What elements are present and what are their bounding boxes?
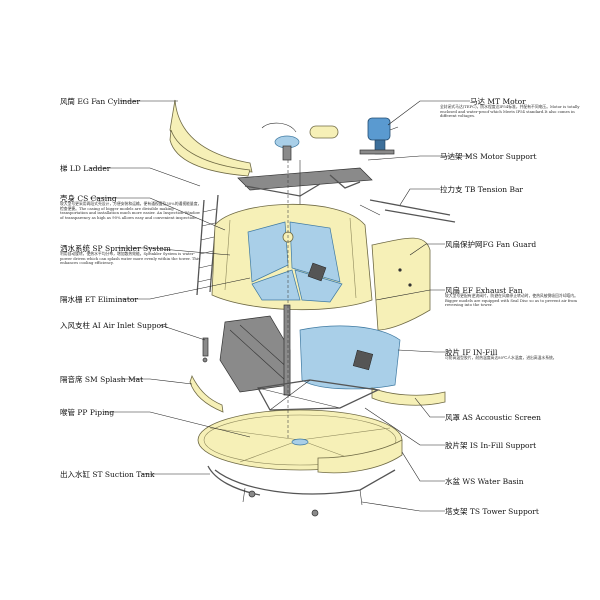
accoustic-screen-part	[189, 374, 446, 413]
label-tension-bar: 拉力支 TB Tension Bar	[440, 185, 524, 194]
label-fan-cylinder: 风筒 EG Fan Cylinder	[60, 97, 141, 106]
desc-exhaust-fan: 较大型号更配有逆流阀片，防避在风扇停止转动时，使热风被倒吸回冷却塔内。Bigge…	[445, 293, 578, 308]
fan-cylinder-part	[169, 99, 253, 173]
label-splash-mat: 隔音席 SM Splash Mat	[60, 375, 144, 384]
label-exhaust-fan: 风扇 EF Exhaust Fan	[445, 286, 523, 295]
label-accoustic-screen: 风罩 AS Accoustic Screen	[445, 413, 541, 422]
water-basin-part	[197, 409, 403, 474]
infill-part	[299, 325, 401, 390]
motor-support-part	[237, 160, 373, 205]
label-piping: 喉管 PP Piping	[60, 408, 115, 417]
casing-part	[211, 203, 373, 311]
label-suction-tank: 出入水缸 ST Suction Tank	[60, 470, 155, 479]
label-infill-support: 胶片架 IS In-Fill Support	[445, 441, 537, 450]
label-motor: 马达 MT Motor	[470, 97, 526, 106]
label-tower-support: 塔支架 TS Tower Support	[445, 507, 539, 516]
suction-tank-part	[207, 465, 319, 517]
air-inlet-support-part	[202, 304, 291, 396]
label-infill: 胶片 IF IN-Fill	[445, 348, 498, 357]
fan-cylinder-part-inner	[169, 129, 251, 177]
motor-part	[359, 117, 399, 155]
label-air-inlet: 入风支柱 AI Air Inlet Support	[60, 321, 168, 330]
desc-motor: 全封闭式马达(TEFC)，防水程度达IP54标准，并配有不同电压。Motor i…	[440, 104, 580, 119]
desc-casing: 较大型号更采用两段式壳设计，方便安装和运输。便有通视窗及30%的通视能量度，检查…	[60, 201, 202, 220]
leader-lines	[90, 100, 470, 512]
label-ladder: 梯 LD Ladder	[60, 164, 111, 173]
tension-bar-part	[359, 199, 456, 223]
fan-guard-part	[371, 237, 431, 331]
label-casing: 壳身 CS Casing	[60, 194, 117, 203]
label-sprinkler: 洒水系统 SP Sprinkler System	[60, 244, 171, 253]
infill-support-part	[256, 379, 381, 411]
label-water-basin: 水盆 WS Water Basin	[445, 477, 524, 486]
label-eliminator: 隔水栅 ET Eliminator	[60, 295, 138, 304]
label-motor-support: 马达架 MS Motor Support	[440, 152, 537, 161]
desc-infill: 可防高温型胶片，耐热温度高达80℃人水温度，进出高温水系统。	[445, 355, 557, 360]
label-fan-guard: 风扇保护网FG Fan Guard	[445, 240, 537, 249]
desc-sprinkler: 利用自动旋转，使热水平均分布，增加散热效能。Sprinkler System i…	[60, 251, 201, 266]
tower-support-part	[214, 469, 396, 506]
fan-hub-part	[261, 122, 339, 161]
